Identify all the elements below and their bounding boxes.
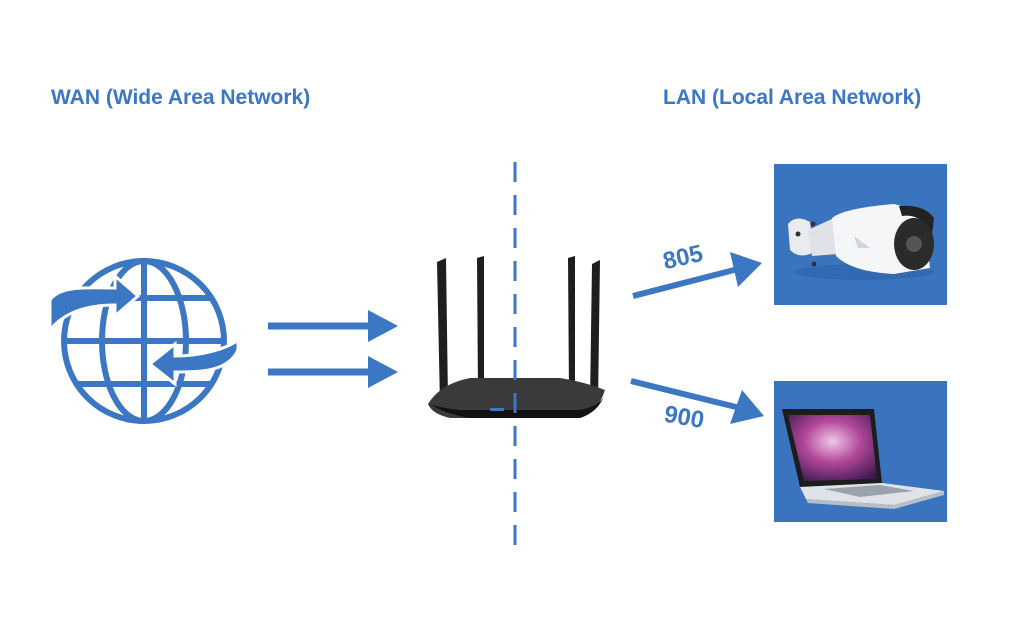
laptop-icon — [782, 409, 944, 509]
camera-device — [774, 164, 947, 305]
lan-arrow-laptop — [630, 378, 764, 424]
lan-title: LAN (Local Area Network) — [663, 86, 922, 109]
globe-icon — [61, 258, 227, 424]
lan-arrow-camera — [632, 252, 762, 299]
security-camera-icon — [788, 204, 934, 280]
wan-arrow-top — [268, 310, 398, 342]
wan-arrow-bottom — [268, 356, 398, 388]
wan-title: WAN (Wide Area Network) — [51, 86, 311, 109]
exchange-arrows-icon — [48, 272, 240, 388]
laptop-device — [774, 381, 947, 522]
